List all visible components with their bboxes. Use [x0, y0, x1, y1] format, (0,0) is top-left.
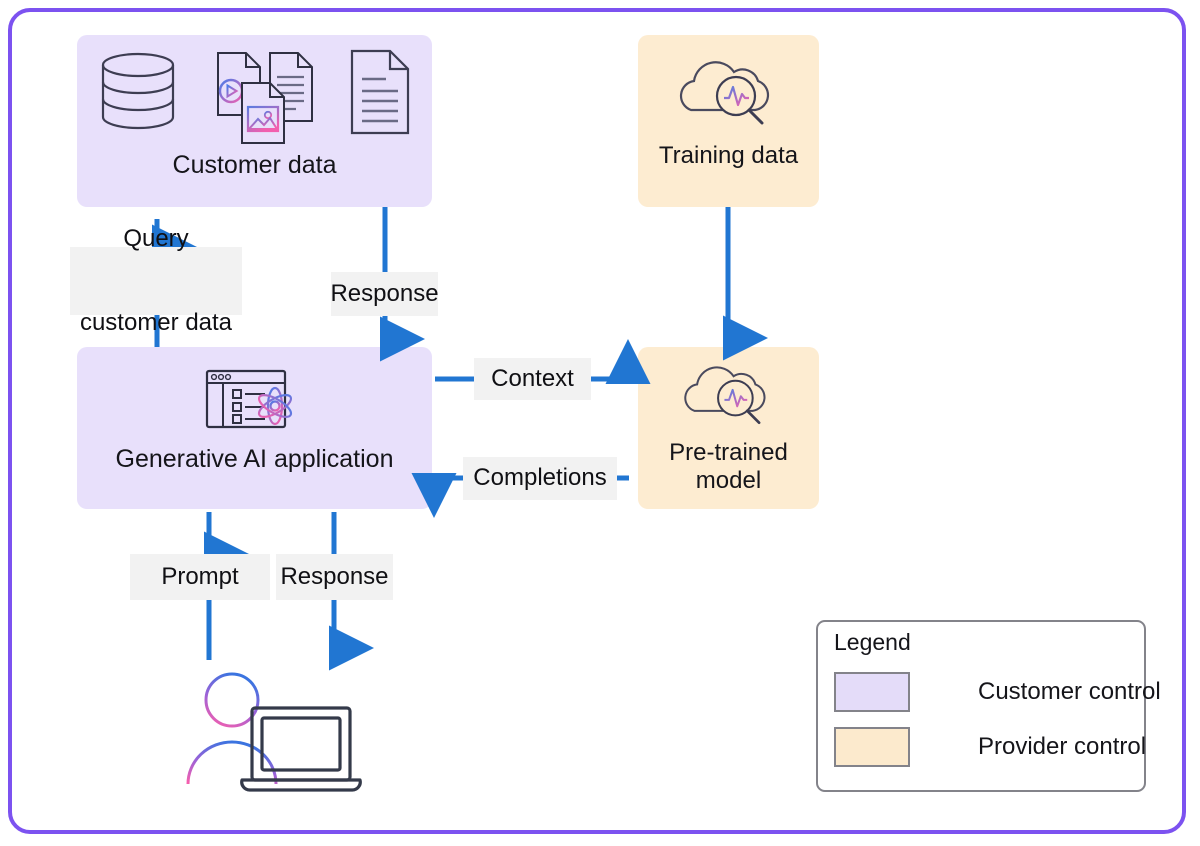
pretrained-model-label: Pre-trained model — [669, 439, 788, 496]
legend-label-customer: Customer control — [978, 678, 1161, 705]
legend-swatch-provider — [834, 727, 910, 767]
edge-label-response-top: Response — [330, 272, 439, 316]
legend-title: Legend — [834, 629, 911, 655]
legend-item-customer-control: Customer control — [834, 672, 1161, 712]
edge-label-context: Context — [474, 358, 591, 400]
app-window-atom-icon — [205, 369, 292, 429]
node-customer-data[interactable]: Customer data — [77, 35, 432, 207]
multi-document-icon — [216, 52, 313, 144]
node-genai-application[interactable]: Generative AI application — [77, 347, 432, 509]
node-training-data[interactable]: Training data — [638, 35, 819, 207]
customer-data-label: Customer data — [172, 151, 337, 179]
edge-label-query-line2: customer data — [79, 309, 233, 337]
database-icon — [101, 52, 174, 130]
genai-app-icon-wrap — [77, 347, 432, 435]
document-icon — [350, 49, 409, 135]
customer-data-icons — [77, 35, 432, 145]
legend-item-provider-control: Provider control — [834, 727, 1146, 767]
legend-swatch-customer — [834, 672, 910, 712]
legend-label-provider: Provider control — [978, 733, 1147, 760]
pretrained-model-label-line2: model — [695, 467, 762, 495]
user-laptop-icon-wrap — [180, 662, 370, 794]
customer-data-icon-group — [101, 49, 409, 144]
cloud-analytics-icon — [679, 60, 769, 124]
training-data-icon-wrap — [638, 35, 819, 140]
training-data-label: Training data — [658, 142, 799, 169]
genai-application-label: Generative AI application — [115, 445, 394, 473]
pretrained-model-icon-wrap — [638, 347, 819, 435]
pretrained-model-label-line1: Pre-trained — [669, 439, 788, 466]
edge-label-completions: Completions — [463, 457, 617, 500]
diagram-outer-frame — [8, 8, 1186, 834]
cloud-analytics-icon — [683, 366, 765, 425]
edge-label-response-bottom: Response — [276, 554, 393, 600]
node-pretrained-model[interactable]: Pre-trained model — [638, 347, 819, 509]
edge-label-query-customer-data: Query customer data — [70, 225, 242, 336]
user-laptop-icon — [186, 672, 362, 792]
edge-label-prompt: Prompt — [130, 554, 270, 600]
edge-label-query-line1: Query — [123, 224, 189, 252]
legend-box: Legend Customer control Provider control — [816, 620, 1161, 792]
